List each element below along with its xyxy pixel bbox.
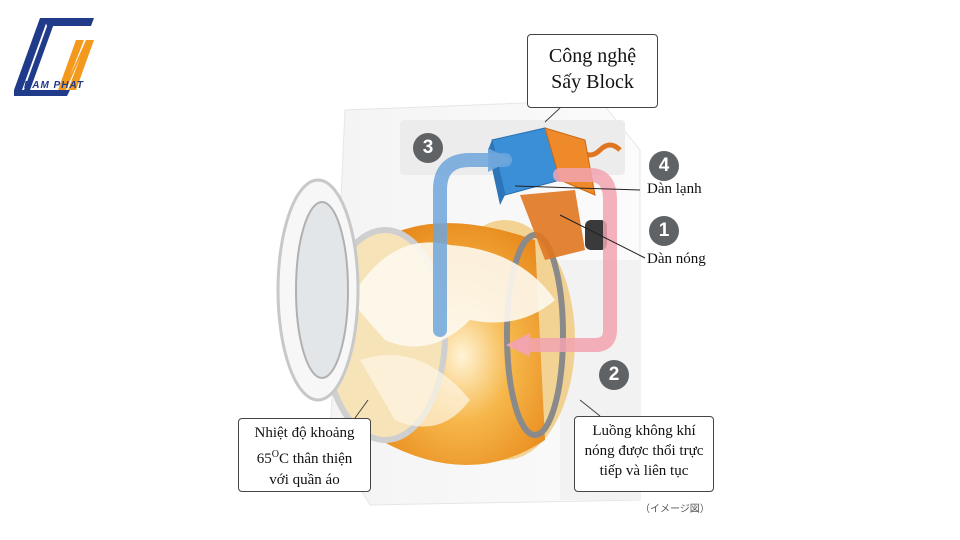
callout-left-line3: với quần áo	[269, 472, 340, 488]
hot-air-flow	[518, 168, 617, 352]
leader-callout-top	[544, 107, 561, 123]
step-badge-4: 4	[649, 151, 679, 181]
leader-cold-coil	[514, 185, 641, 191]
hot-coil-duct	[520, 190, 585, 260]
callout-right-line1: Luồng không khí	[592, 423, 696, 439]
leader-callout-right	[579, 399, 601, 417]
callout-right-line3: tiếp và liên tục	[599, 463, 689, 479]
label-hot-coil: Dàn nóng	[647, 251, 706, 267]
step-badge-3: 3	[413, 133, 443, 163]
callout-left-line1: Nhiệt độ khoảng	[254, 425, 355, 441]
laundry-cloth	[350, 242, 555, 347]
logo-mark-icon	[14, 18, 94, 96]
callout-top-line2: Sấy Block	[551, 71, 634, 93]
callout-block-drying: Công nghệ Sấy Block	[527, 34, 658, 108]
label-cold-coil: Dàn lạnh	[647, 181, 702, 197]
callout-hot-air: Luồng không khí nóng được thổi trực tiếp…	[574, 416, 714, 492]
callout-top-line1: Công nghệ	[548, 45, 637, 67]
cold-flow-arrowhead	[488, 148, 512, 172]
leader-hot-coil	[559, 214, 646, 259]
step-badge-2: 2	[599, 360, 629, 390]
step-badge-1: 1	[649, 216, 679, 246]
image-footnote: （イメージ図）	[640, 504, 710, 515]
compressor	[585, 220, 607, 250]
laundry-cloth-2	[360, 355, 470, 427]
cold-air-flow	[433, 153, 512, 337]
door-glass	[295, 201, 349, 379]
hot-flow-arrowhead	[506, 333, 530, 357]
callout-left-line2: 65OC thân thiện	[256, 449, 353, 467]
callout-right-line2: nóng được thổi trực	[584, 443, 704, 459]
leader-callout-left	[354, 399, 369, 419]
callout-temperature: Nhiệt độ khoảng 65OC thân thiện với quần…	[238, 418, 371, 492]
drum-rear-ring	[504, 232, 566, 438]
logo-text: NAM PHAT	[24, 80, 85, 91]
